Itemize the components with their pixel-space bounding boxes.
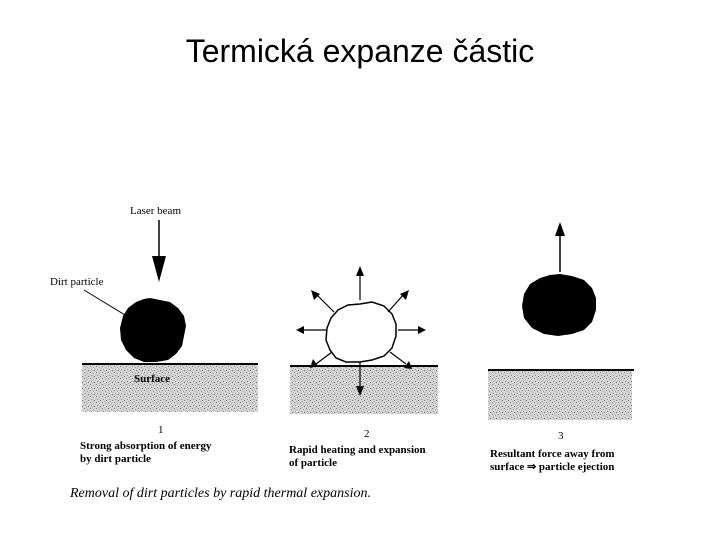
- surface-block-1: [82, 364, 258, 412]
- panel-2: [290, 266, 438, 414]
- surface-block-3: [488, 370, 632, 420]
- dirt-particle-label: Dirt particle: [50, 276, 103, 288]
- panel-3-caption-line2: surface ⇒ particle ejection: [490, 461, 615, 474]
- figure-caption: Removal of dirt particles by rapid therm…: [70, 486, 371, 502]
- surface-block-2: [290, 366, 438, 414]
- panel-1-number: 1: [158, 424, 164, 436]
- panel-2-caption-line2: of particle: [289, 457, 426, 470]
- panel-2-caption: Rapid heating and expansion of particle: [289, 444, 426, 470]
- dirt-particle-1: [120, 298, 186, 362]
- ejection-arrowhead: [555, 222, 565, 236]
- panel-3-caption-line1: Resultant force away from: [490, 448, 615, 461]
- expanded-particle: [326, 302, 396, 362]
- panel-3: [488, 222, 634, 420]
- panel-2-number: 2: [364, 428, 370, 440]
- ejected-particle: [522, 274, 596, 336]
- panel-3-number: 3: [558, 430, 564, 442]
- laser-beam-arrowhead: [152, 256, 166, 282]
- panel-2-caption-line1: Rapid heating and expansion: [289, 444, 426, 457]
- laser-beam-label: Laser beam: [130, 205, 181, 217]
- panel-1-caption-line2: by dirt particle: [80, 453, 212, 466]
- panel-1-caption: Strong absorption of energy by dirt part…: [80, 440, 212, 466]
- dirt-particle-pointer: [84, 290, 130, 318]
- panel-1-caption-line1: Strong absorption of energy: [80, 440, 212, 453]
- panel-3-caption: Resultant force away from surface ⇒ part…: [490, 448, 615, 474]
- surface-label: Surface: [134, 373, 170, 385]
